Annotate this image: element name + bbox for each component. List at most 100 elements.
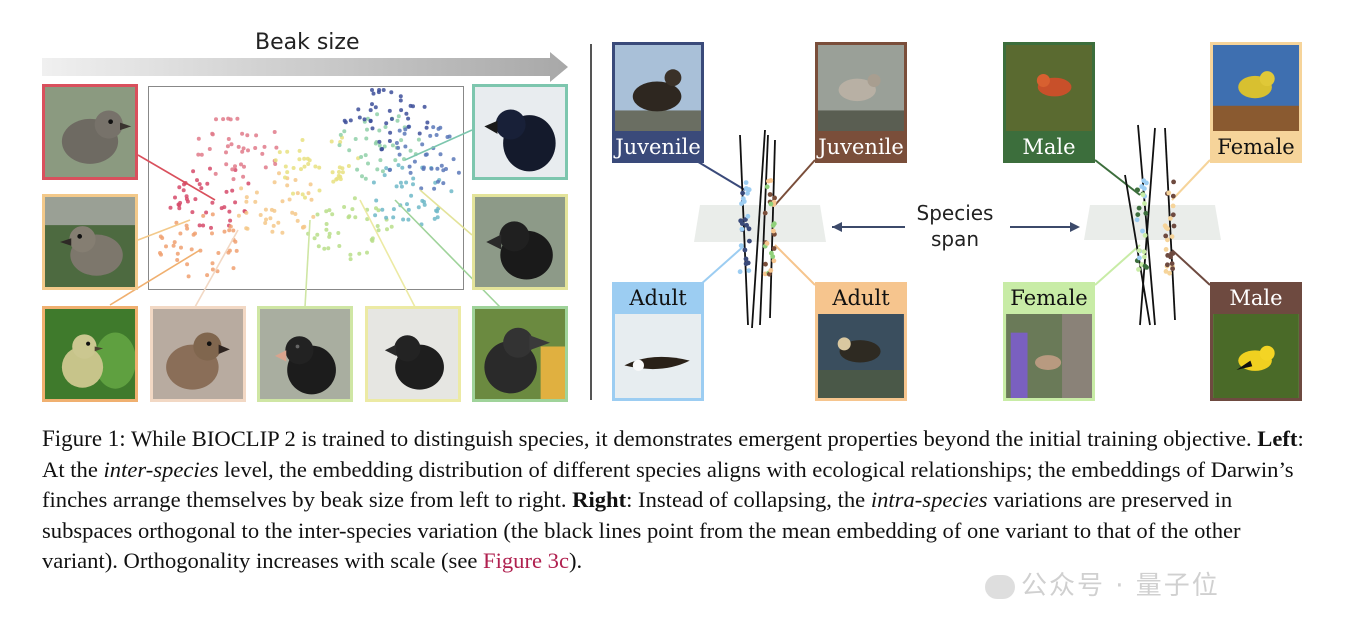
embedding-point [391,215,396,220]
embedding-point [214,117,218,122]
embedding-point [227,248,232,253]
embedding-point [348,252,353,257]
embedding-scatter-plot [148,86,464,290]
tag-juvenile-right: Juvenile [815,131,907,163]
caption-text-1: While [125,426,192,451]
embedding-point [204,210,209,215]
embedding-point [353,215,358,220]
embedding-point [377,139,382,144]
embedding-point [398,180,403,185]
embedding-point [389,224,394,229]
embedding-point [408,148,413,153]
embedding-point [364,136,369,141]
embedding-point [324,222,329,226]
embedding-point [397,152,402,157]
embedding-point [371,180,376,185]
embedding-point [340,170,345,175]
embedding-point [201,223,206,228]
variant-embedding-point [1170,193,1176,199]
embedding-point [270,229,275,234]
embedding-point [302,164,307,169]
embedding-point [411,182,415,187]
embedding-point [331,179,336,184]
variant-embedding-point [746,187,752,193]
embedding-point [347,148,352,153]
embedding-point [213,171,218,176]
embedding-point [439,163,444,168]
embedding-point [231,177,236,182]
embedding-point [397,128,402,133]
embedding-point [190,210,195,215]
embedding-point [301,225,306,230]
juvenile-eagle-photo [612,42,704,134]
embedding-point [268,216,273,221]
variant-embedding-point [769,250,774,256]
embedding-point [396,163,401,168]
embedding-point [285,149,290,154]
caption-text-6: variations are preserved in subspaces or… [42,487,1241,573]
embedding-point [317,165,322,170]
embedding-point [357,115,362,120]
embedding-point [235,116,240,121]
figure-3c-link[interactable]: Figure 3c [483,548,570,573]
embedding-point [383,125,388,129]
embedding-point [425,120,430,125]
embedding-point [258,213,263,217]
female-goldfinch-photo [1210,42,1302,134]
embedding-point [293,212,298,216]
embedding-point [429,166,434,171]
variant-embedding-point [763,261,768,267]
embedding-point [329,139,334,144]
embedding-point [201,213,206,218]
embedding-point [385,227,389,232]
embedding-point [174,220,179,225]
embedding-point [326,246,331,251]
variant-embedding-point [1163,269,1169,274]
embedding-point [359,155,364,159]
embedding-point [210,200,215,205]
embedding-point [262,144,267,149]
embedding-point [434,133,439,137]
embedding-point [291,166,296,170]
embedding-point [225,144,230,149]
embedding-point [423,152,428,157]
embedding-point [228,224,233,229]
embedding-point [374,140,379,145]
embedding-point [193,197,198,202]
variant-embedding-point [1142,263,1148,269]
variant-embedding-point [743,256,749,262]
embedding-point [283,164,288,169]
embedding-point [330,170,335,175]
embedding-point [306,191,311,196]
embedding-point [233,200,238,205]
embedding-point [311,214,316,219]
embedding-point [387,139,392,143]
embedding-point [356,107,361,112]
embedding-point [352,196,357,201]
embedding-point [172,240,177,245]
embedding-point [370,126,375,131]
embedding-point [263,165,268,170]
embedding-point [404,111,409,116]
embedding-point [416,137,421,142]
embedding-point [377,128,382,133]
embedding-point [422,202,427,207]
embedding-point [402,157,406,162]
embedding-point [219,206,224,211]
embedding-point [210,131,215,136]
embedding-point [240,131,245,136]
embedding-point [405,202,409,207]
embedding-point [208,166,212,171]
embedding-point [221,117,226,122]
embedding-point [376,228,381,233]
embedding-point [394,141,399,145]
adult-plover-photo [815,311,907,401]
embedding-point [312,236,317,241]
embedding-point [158,234,163,239]
embedding-point [327,231,332,236]
embedding-point [315,212,320,217]
embedding-point [365,250,369,255]
embedding-point [197,223,202,228]
variant-embedding-point [1170,251,1176,256]
embedding-point [404,180,409,185]
